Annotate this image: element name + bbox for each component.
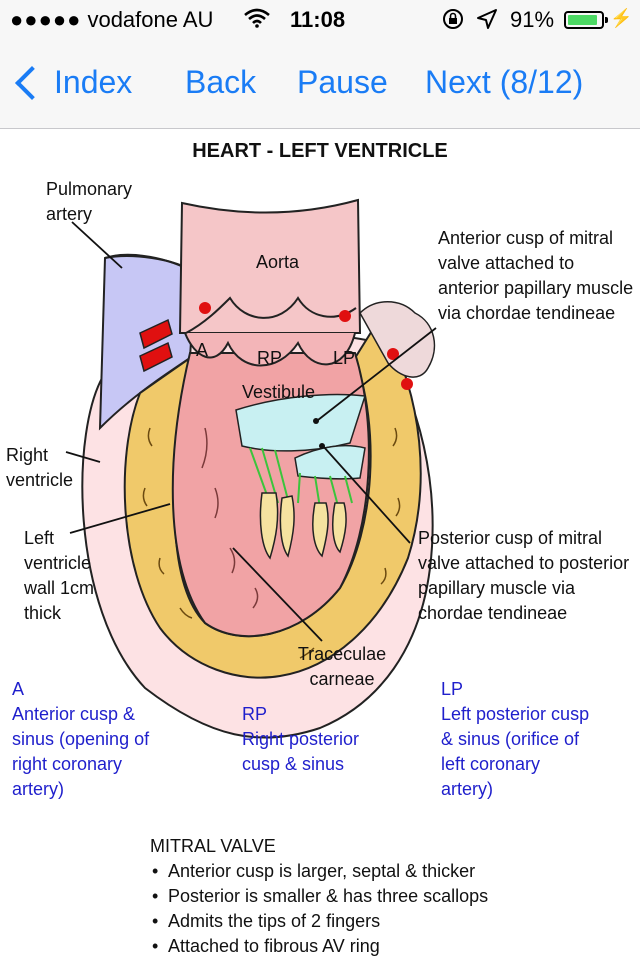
key-rp-code: RP [242, 704, 268, 724]
rotation-lock-icon [442, 8, 464, 36]
charging-bolt-icon: ⚡ [610, 8, 633, 28]
carrier: ●●●●●vodafone AU [10, 7, 213, 33]
key-lp-code: LP [441, 679, 464, 699]
nav-bar: Index Back Pause Next (8/12) [0, 40, 640, 129]
list-item: Anterior cusp is larger, septal & thicke… [152, 859, 488, 884]
next-button[interactable]: Next (8/12) [425, 64, 584, 100]
notes-list: Anterior cusp is larger, septal & thicke… [150, 859, 488, 959]
carrier-name: vodafone AU [87, 7, 214, 32]
heart-illustration [65, 198, 437, 739]
label-right-ventricle: Right ventricle [6, 445, 74, 490]
label-anterior-cusp: Anterior cusp of mitral valve attached t… [438, 228, 634, 323]
label-traceculae: Traceculae carneae [297, 644, 387, 689]
heart-diagram: HEART - LEFT VENTRICLE [0, 128, 640, 828]
key-a-text: Anterior cusp & sinus (opening of right … [12, 704, 150, 799]
back-button[interactable]: Back [185, 64, 257, 100]
label-cusp-rp: RP [257, 348, 283, 368]
diagram-title: HEART - LEFT VENTRICLE [192, 140, 448, 162]
key-a: A Anterior cusp & sinus (opening of righ… [12, 677, 172, 802]
label-pulmonary-artery: Pulmonary artery [46, 179, 133, 224]
wifi-icon [244, 8, 270, 34]
location-arrow-icon [476, 8, 498, 36]
status-bar: ●●●●●vodafone AU 11:08 91% ⚡ [0, 0, 640, 40]
index-back-button[interactable]: Index [12, 64, 132, 101]
key-rp-text: Right posterior cusp & sinus [242, 729, 360, 774]
battery-icon [564, 11, 608, 29]
clock: 11:08 [290, 7, 346, 32]
label-cusp-lp: LP [333, 348, 356, 368]
key-a-code: A [12, 679, 25, 699]
label-vestibule: Vestibule [242, 382, 316, 402]
key-rp: RP Right posterior cusp & sinus [242, 702, 392, 777]
label-aorta: Aorta [256, 252, 300, 272]
key-lp-text: Left posterior cusp & sinus (orifice of … [441, 704, 590, 799]
label-posterior-cusp: Posterior cusp of mitral valve attached … [418, 528, 630, 623]
list-item: Posterior is smaller & has three scallop… [152, 884, 488, 909]
signal-dots-icon: ●●●●● [10, 7, 82, 32]
label-cusp-a: A [196, 340, 209, 360]
notes-heading: MITRAL VALVE [150, 836, 276, 856]
list-item: Admits the tips of 2 fingers [152, 909, 488, 934]
index-label: Index [54, 64, 133, 100]
key-lp: LP Left posterior cusp & sinus (orifice … [441, 677, 591, 802]
battery-percent: 91% [510, 7, 555, 32]
label-lv-wall: Left ventricle wall 1cm thick [24, 528, 95, 623]
pause-button[interactable]: Pause [297, 64, 388, 100]
mitral-valve-notes: MITRAL VALVE Anterior cusp is larger, se… [150, 834, 488, 959]
list-item: Attached to fibrous AV ring [152, 934, 488, 959]
chevron-left-icon [15, 66, 49, 100]
